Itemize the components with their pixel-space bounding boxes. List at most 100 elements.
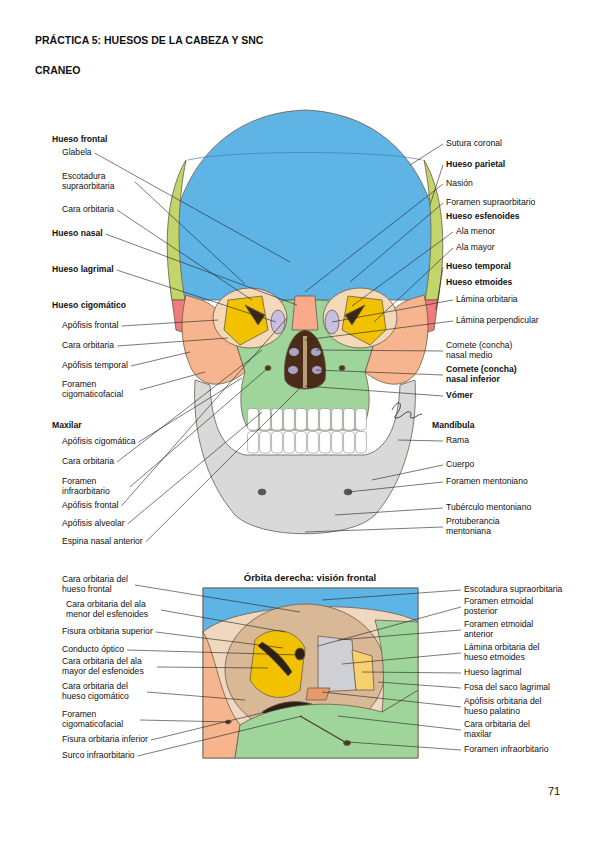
coronal-suture	[188, 153, 422, 161]
part-label: Glabela	[62, 148, 92, 158]
part-label: Fisura orbitaria superior	[62, 627, 153, 637]
ethmoid-shape	[271, 310, 285, 334]
leader-line	[117, 270, 276, 322]
nasal-septum	[303, 336, 307, 388]
part-label: Apófisis temporal	[62, 361, 128, 371]
infraorbital-foramen	[344, 741, 351, 746]
part-label: Cara orbitaria	[62, 457, 114, 467]
part-label: Cornete (concha) nasal medio	[446, 341, 524, 361]
part-label: Apófisis frontal	[62, 501, 118, 511]
bone-name: Hueso parietal	[446, 160, 505, 170]
leader-line	[305, 321, 453, 340]
leader-line	[332, 300, 453, 322]
bone-name: Hueso nasal	[52, 229, 103, 239]
leader-line	[305, 386, 443, 396]
infraorbital-foramen	[339, 366, 345, 371]
leader-line	[121, 318, 287, 506]
leader-line	[338, 630, 461, 640]
leader-line	[318, 607, 461, 646]
leader-line	[139, 378, 242, 442]
leader-line	[430, 165, 443, 205]
leader-line	[106, 234, 297, 305]
heading-text: 71	[548, 785, 560, 798]
bone-name: Hueso cigomático	[52, 301, 126, 311]
bone-name: Maxilar	[52, 421, 82, 431]
leader-line	[161, 610, 285, 632]
leader-line	[305, 184, 443, 292]
part-label: Tubérculo mentoniano	[446, 503, 531, 513]
bone-name: Hueso temporal	[446, 262, 511, 272]
leader-line	[410, 144, 443, 165]
lacrimal-shape	[352, 650, 374, 690]
leader-line	[398, 440, 443, 441]
part-label: Foramen etmoidal anterior	[464, 620, 544, 640]
heading-text: Órbita derecha: visión frontal	[244, 573, 377, 584]
infraorbital-groove	[300, 716, 345, 742]
part-label: Cara orbitaria del hueso cigomático	[62, 682, 144, 702]
bone-name: Vómer	[446, 391, 473, 401]
leader-line	[151, 706, 290, 740]
leader-line	[95, 153, 290, 262]
leader-line	[362, 672, 461, 673]
part-label: Lámina orbitaria	[456, 295, 518, 305]
leader-line	[305, 527, 443, 532]
sphenoid-shape	[250, 631, 305, 698]
leader-line	[131, 352, 190, 366]
part-label: Apófisis cigomática	[62, 437, 136, 447]
part-label: Nasión	[446, 179, 473, 189]
part-label: Ala menor	[456, 227, 495, 237]
leader-line	[335, 508, 443, 515]
leader-line	[338, 716, 461, 730]
part-label: Foramen etmoidal posterior	[464, 597, 544, 617]
concha-shape	[311, 348, 321, 356]
part-label: Apófisis frontal	[62, 321, 118, 331]
parietal-shape	[167, 160, 186, 300]
part-label: Ala mayor	[456, 243, 495, 253]
part-label: Lámina perpendicular	[456, 316, 539, 326]
leader-line	[117, 338, 228, 346]
part-label: Foramen cigomaticofacial	[62, 380, 137, 400]
part-label: Cuerpo	[446, 460, 474, 470]
part-label: Sutura coronal	[446, 139, 502, 149]
leader-line	[322, 590, 461, 600]
leader-line	[316, 370, 443, 375]
bone-name: Hueso lagrimal	[52, 265, 114, 275]
part-label: Espina nasal anterior	[62, 537, 143, 547]
concha-shape	[289, 348, 299, 356]
part-label: Cara orbitaria del ala mayor del esfenoi…	[62, 657, 154, 677]
leader-line	[316, 350, 443, 351]
part-label: Escotadura supraorbitaria	[464, 585, 562, 595]
part-label: Fosa del saco lagrimal	[464, 683, 550, 693]
leader-line	[372, 465, 443, 480]
palatine-shape	[306, 688, 330, 700]
leader-line	[127, 650, 300, 655]
teeth	[247, 408, 367, 454]
bone-name: Cornete (concha) nasal inferior	[446, 365, 526, 385]
frontal-shape	[169, 110, 440, 300]
leader-line	[117, 210, 252, 300]
part-label: Escotadura supraorbitaria	[62, 172, 132, 192]
leader-line	[146, 388, 300, 542]
leader-line	[156, 632, 283, 648]
part-label: Cara orbitaria del maxilar	[464, 720, 530, 740]
part-label: Cara orbitaria del ala menor del esfenoi…	[66, 600, 158, 620]
leader-line	[121, 320, 218, 326]
part-label: Foramen supraorbitario	[446, 198, 535, 208]
part-label: Lámina orbitaria del hueso etmoides	[464, 643, 546, 663]
leader-line	[342, 653, 461, 664]
part-label: Apófisis alveolar	[62, 519, 125, 529]
part-label: Conducto óptico	[62, 645, 124, 655]
leader-line	[157, 667, 268, 668]
page-title: PRÁCTICA 5: HUESOS DE LA CABEZA Y SNC	[35, 34, 263, 46]
leader-line	[130, 368, 268, 487]
leader-line	[348, 742, 461, 750]
leader-line	[374, 248, 453, 322]
heading-text: CRANEO	[35, 64, 81, 76]
part-label: Surco infraorbitario	[62, 751, 135, 761]
parietal-shape	[424, 160, 443, 300]
part-label: Cara orbitaria del hueso frontal	[62, 575, 132, 595]
sphenoid-shape	[224, 296, 268, 345]
optic-canal	[295, 648, 305, 660]
orbit-shape	[323, 288, 397, 348]
part-label: Foramen infraorbitario	[62, 477, 127, 497]
